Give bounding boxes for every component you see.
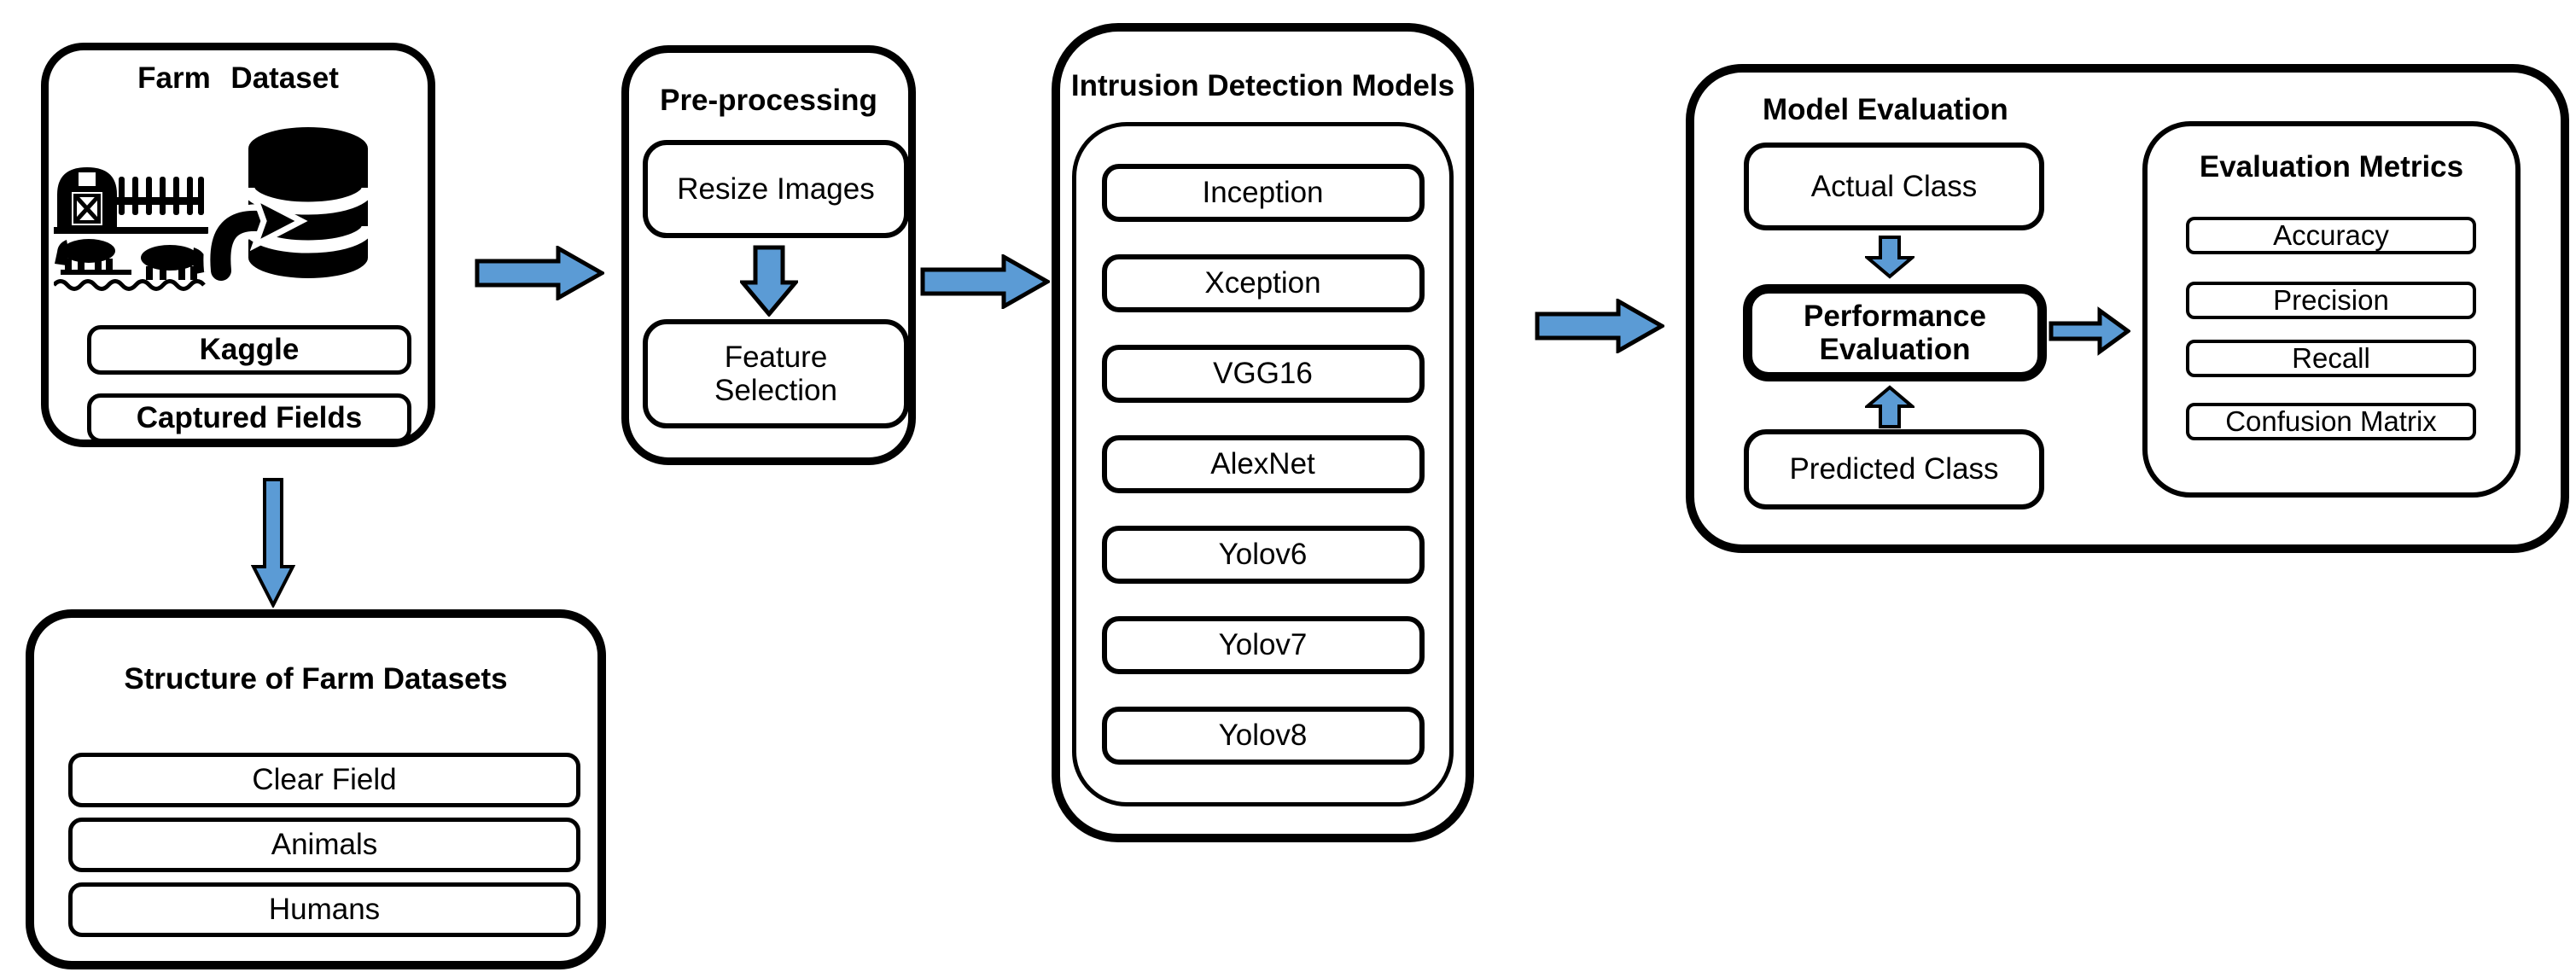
arrow-right-icon [920,254,1050,309]
transfer-arrow-icon [203,190,308,281]
structure-title: Structure of Farm Datasets [124,662,508,696]
arrow-up-icon [1865,385,1915,428]
intrusion-models-box: Intrusion Detection Models Inception Xce… [1052,23,1474,842]
ground-line [61,270,131,275]
farm-dataset-box: Farm Dataset [41,43,435,447]
structure-box: Structure of Farm Datasets Clear Field A… [26,609,606,969]
arrow-right-icon [2049,306,2130,356]
model-evaluation-title: Model Evaluation [1763,93,2008,126]
arrow-right-icon [475,246,604,300]
model-yolov7-box: Yolov7 [1101,616,1425,674]
model-vgg16-box: VGG16 [1101,345,1425,403]
predicted-class-box: Predicted Class [1744,429,2044,509]
intrusion-models-title: Intrusion Detection Models [1070,69,1455,102]
ground-line [54,227,208,234]
feature-selection-box: Feature Selection [643,319,909,428]
captured-fields-box: Captured Fields [87,393,411,443]
model-evaluation-box: Model Evaluation Actual Class Performanc… [1686,64,2569,553]
model-alexnet-box: AlexNet [1101,435,1425,493]
model-inception-box: Inception [1101,164,1425,222]
model-yolov6-box: Yolov6 [1101,526,1425,584]
barn-icon [57,167,117,227]
model-xception-box: Xception [1101,254,1425,312]
evaluation-metrics-title: Evaluation Metrics [2199,150,2464,183]
preprocessing-box: Pre-processing Resize Images Feature Sel… [621,45,916,465]
accuracy-box: Accuracy [2186,217,2476,254]
farm-dataset-illustration [54,127,375,291]
clear-field-box: Clear Field [68,753,580,807]
arrow-down-icon [1865,236,1915,279]
arrow-right-icon [1535,299,1664,353]
intrusion-models-inner-box: Inception Xception VGG16 AlexNet Yolov6 … [1072,122,1454,806]
recall-box: Recall [2186,340,2476,377]
precision-box: Precision [2186,282,2476,319]
model-yolov8-box: Yolov8 [1101,707,1425,765]
fence-icon [117,177,204,215]
performance-evaluation-box: Performance Evaluation [1743,284,2047,381]
cow-icon [55,239,115,271]
cow-icon [141,245,208,280]
actual-class-box: Actual Class [1744,143,2044,230]
arrow-down-icon [740,245,798,317]
farm-dataset-title: Farm Dataset [137,61,339,95]
arrow-down-icon [251,478,295,608]
water-wave-line [54,279,206,291]
kaggle-box: Kaggle [87,325,411,375]
evaluation-metrics-box: Evaluation Metrics Accuracy Precision Re… [2142,121,2521,498]
preprocessing-title: Pre-processing [660,84,877,117]
animals-box: Animals [68,818,580,872]
confusion-matrix-box: Confusion Matrix [2186,403,2476,440]
humans-box: Humans [68,882,580,937]
resize-images-box: Resize Images [643,140,909,238]
